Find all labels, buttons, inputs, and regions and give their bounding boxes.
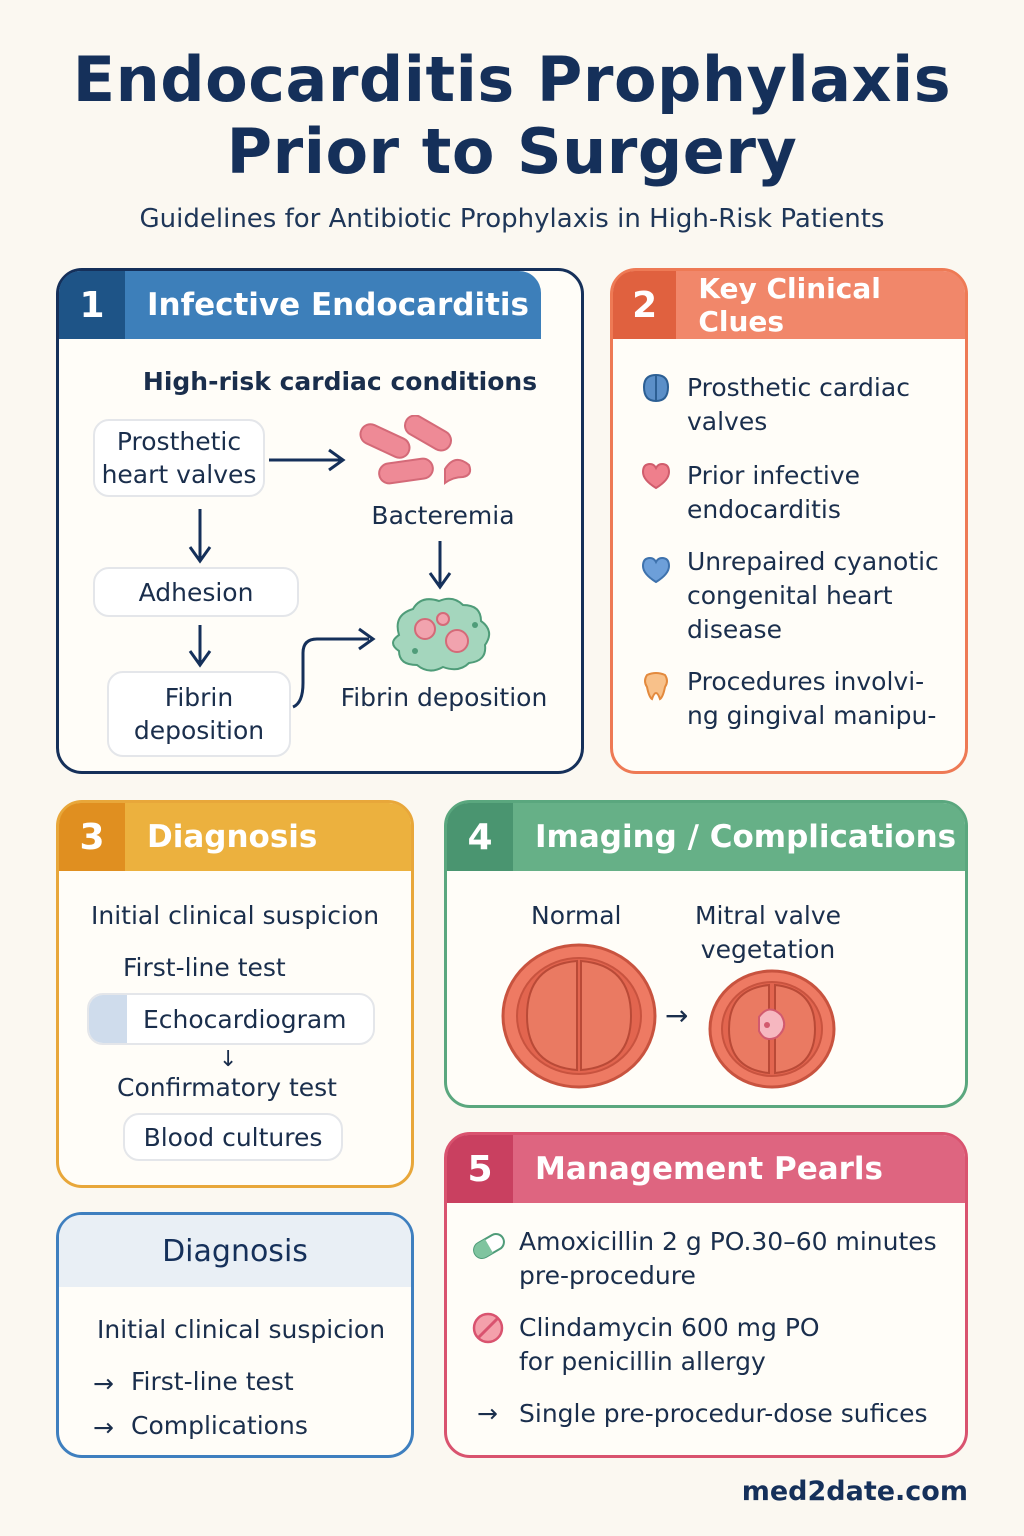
clue-item-4: Procedures involvi- ng gingival manipu- [687, 665, 967, 733]
diagnosis-step-first-line: First-line test [123, 953, 286, 982]
page-subtitle: Guidelines for Antibiotic Prophylaxis in… [139, 204, 885, 234]
pearl-clindamycin: Clindamycin 600 mg PO for penicillin all… [519, 1311, 959, 1379]
panel-key-clinical-clues: 2 Key Clinical Clues Prosthetic cardiac … [610, 268, 968, 774]
panel-imaging-complications: 4 Imaging / Complications Normal Mitral … [444, 800, 968, 1108]
panel-3-title: Diagnosis [147, 819, 318, 855]
title-line-1: Endocarditis Prophylaxis [72, 43, 952, 116]
bacteria-icon [359, 415, 472, 485]
arrow-down-icon [188, 509, 212, 564]
title-line-2: Prior to Surgery [226, 115, 798, 188]
panel-4-number: 4 [447, 803, 513, 871]
echo-box-accent [89, 995, 127, 1043]
clue-2-line-1: Prior infective [687, 461, 861, 490]
panel-management-pearls: 5 Management Pearls Amoxicillin 2 g PO.3… [444, 1132, 968, 1458]
panel-5-header: 5 Management Pearls [447, 1135, 965, 1203]
clue-3-line-3: disease [687, 615, 782, 644]
clue-item-2: Prior infective endocarditis [687, 459, 957, 527]
no-penicillin-icon [472, 1312, 504, 1344]
clue-item-3: Unrepaired cyanotic congenital heart dis… [687, 545, 967, 647]
fibrin-deposition-box: Fibrin deposition [107, 671, 291, 757]
panel-3-number: 3 [59, 803, 125, 871]
pearl-single-dose: Single pre-procedur-dose sufices [519, 1399, 928, 1428]
panel-2-number: 2 [613, 271, 677, 339]
clue-4-line-1: Procedures involvi- [687, 667, 925, 696]
arrow-curved-icon [292, 627, 376, 709]
panel-diagnosis-summary: Diagnosis Initial clinical suspicion → F… [56, 1212, 414, 1458]
clue-2-line-2: endocarditis [687, 495, 841, 524]
footer-site-link[interactable]: med2date.com [741, 1476, 968, 1507]
arrow-down-icon [188, 625, 212, 668]
arrow-down-icon [428, 541, 452, 590]
arrow-right-icon: → [93, 1369, 114, 1398]
normal-valve-image [501, 943, 657, 1089]
summary-suspicion: Initial clinical suspicion [97, 1315, 386, 1344]
panel-2-title: Key Clinical Clues [698, 272, 881, 338]
prosthetic-heart-valves-box: Prosthetic heart valves [93, 419, 265, 497]
pill-capsule-icon [473, 1233, 505, 1259]
panel-1-number: 1 [59, 271, 125, 339]
panel-6-header: Diagnosis [59, 1215, 411, 1287]
vegetation-valve-image [708, 969, 836, 1089]
summary-complications: Complications [131, 1411, 308, 1440]
pearl-2-line-2: for penicillin allergy [519, 1347, 766, 1376]
arrow-right-icon: → [477, 1399, 498, 1428]
pearl-amoxicillin: Amoxicillin 2 g PO.30–60 minutes pre-pro… [519, 1225, 959, 1293]
echocardiogram-label: Echocardiogram [143, 1004, 347, 1034]
vegetation-line-1: Mitral valve [694, 901, 842, 930]
vegetation-line-2: vegetation [700, 935, 836, 964]
arrow-right-icon: → [93, 1413, 114, 1442]
panel-2-header: 2 Key Clinical Clues [613, 271, 965, 339]
panel-infective-endocarditis: 1 Infective Endocarditis High-risk cardi… [56, 268, 584, 774]
arrow-down-icon: ↓ [219, 1047, 238, 1072]
pearl-1-line-1: Amoxicillin 2 g PO.30–60 minutes [519, 1227, 937, 1256]
echocardiogram-box: Echocardiogram [87, 993, 375, 1045]
adhesion-box: Adhesion [93, 567, 299, 617]
panel-5-number: 5 [447, 1135, 513, 1203]
arrow-right-icon [269, 448, 346, 472]
clue-4-line-2: ng gingival manipu- [687, 701, 937, 730]
panel-diagnosis: 3 Diagnosis Initial clinical suspicion F… [56, 800, 414, 1188]
blue-heart-icon [641, 556, 671, 584]
panel-4-title: Imaging / Complications [535, 819, 957, 855]
clue-1-line-1: Prosthetic cardiac [687, 373, 910, 402]
clue-3-line-2: congenital heart [687, 581, 893, 610]
panel-5-title: Management Pearls [535, 1151, 884, 1187]
pearl-1-line-2: pre-procedure [519, 1261, 696, 1290]
clue-item-1: Prosthetic cardiac valves [687, 371, 957, 439]
diagnosis-step-confirmatory: Confirmatory test [117, 1073, 337, 1102]
bacteremia-label: Bacteremia [371, 501, 515, 530]
pearl-2-line-1: Clindamycin 600 mg PO [519, 1313, 820, 1342]
arrow-right-icon: → [665, 999, 689, 1032]
blood-cultures-box: Blood cultures [123, 1113, 343, 1161]
vegetation-valve-label: Mitral valve vegetation [693, 899, 843, 967]
summary-first-line: First-line test [131, 1367, 294, 1396]
normal-valve-label: Normal [531, 901, 622, 930]
page-title: Endocarditis Prophylaxis Prior to Surger… [0, 44, 1024, 188]
tooth-icon [644, 672, 668, 701]
clue-1-line-2: valves [687, 407, 768, 436]
fibrin-clot-icon [392, 597, 491, 672]
panel-6-title: Diagnosis [162, 1233, 308, 1269]
high-risk-subheading: High-risk cardiac conditions [142, 367, 538, 396]
diagnosis-step-suspicion: Initial clinical suspicion [91, 901, 380, 930]
panel-4-header: 4 Imaging / Complications [447, 803, 965, 871]
clue-3-line-1: Unrepaired cyanotic [687, 547, 939, 576]
panel-1-header: 1 Infective Endocarditis [59, 271, 541, 339]
panel-3-header: 3 Diagnosis [59, 803, 411, 871]
heart-icon [641, 462, 671, 490]
valve-icon [642, 373, 670, 403]
fibrin-deposition-label: Fibrin deposition [340, 683, 548, 712]
panel-1-title: Infective Endocarditis [147, 287, 529, 323]
